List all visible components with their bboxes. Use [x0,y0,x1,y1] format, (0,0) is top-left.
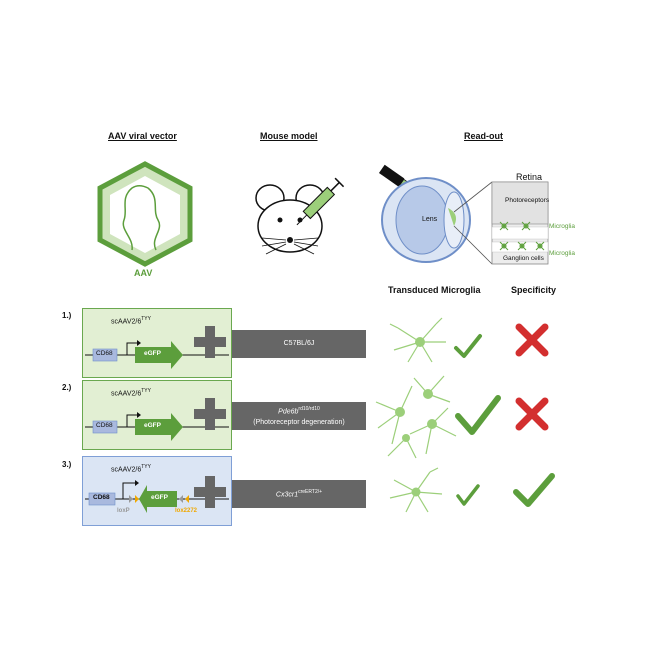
vector-label: scAAV2/6TYY [111,316,151,326]
header-readout: Read-out [464,131,503,141]
promoter-label: CD68 [96,350,113,357]
mouse-icon [255,177,345,255]
mouse-strain: C57BL/6J [283,340,315,347]
mouse-strain-box: Pde6brd10/rd10 (Photoreceptor degenerati… [232,402,366,430]
aav-label: AAV [134,268,153,278]
vector-label: scAAV2/6TYY [111,388,151,398]
construct-diagram [85,480,229,513]
checkmark-icon [513,473,555,507]
microglia-label-top: Microglia [549,223,576,230]
loxp-label: loxP [117,508,130,514]
photoreceptors-label: Photoreceptors [505,197,550,204]
promoter-label: CD68 [96,422,113,429]
mouse-strain-box: C57BL/6J [232,330,366,358]
promoter-label: CD68 [93,494,110,501]
row-number: 2.) [62,383,72,392]
row-number: 3.) [62,460,72,469]
mouse-strain: Cx3cr1 [275,491,299,499]
eye-injection-icon [378,164,549,265]
reporter-label: eGFP [144,422,161,429]
header-specificity: Specificity [511,285,557,295]
plus-icon [194,476,226,508]
lens-label: Lens [422,216,438,223]
cross-icon [515,397,549,431]
aav-capsid-icon [97,161,193,267]
retina-title: Retina [516,172,543,182]
mouse-strain-note: (Photoreceptor degeneration) [253,418,345,426]
ganglion-cells-label: Ganglion cells [503,255,544,262]
header-transduced-microglia: Transduced Microglia [388,285,481,295]
row-number: 1.) [62,311,72,320]
mouse-strain-allele: creERT2/+ [298,489,323,496]
plus-icon [194,398,226,430]
reporter-label: eGFP [151,494,168,501]
lox2272-label: lox2272 [175,508,198,514]
mouse-strain-allele: rd10/rd10 [298,406,320,413]
mouse-strain-box: Cx3cr1creERT2/+ [232,480,366,508]
construct-diagram [85,340,229,369]
microglia-icon [389,317,482,363]
reporter-label: eGFP [144,350,161,357]
header-mouse-model: Mouse model [260,131,318,141]
microglia-icon [389,467,480,513]
vector-construct-box: scAAV2/6TYY CD68 eGFP [82,380,232,450]
vector-label: scAAV2/6TYY [111,464,151,474]
microglia-cluster-icon [375,375,501,459]
cross-icon [515,323,549,357]
plus-icon [194,326,226,358]
mouse-strain: Pde6b [278,408,299,416]
header-vector: AAV viral vector [108,131,177,141]
microglia-label-bottom: Microglia [549,250,576,257]
